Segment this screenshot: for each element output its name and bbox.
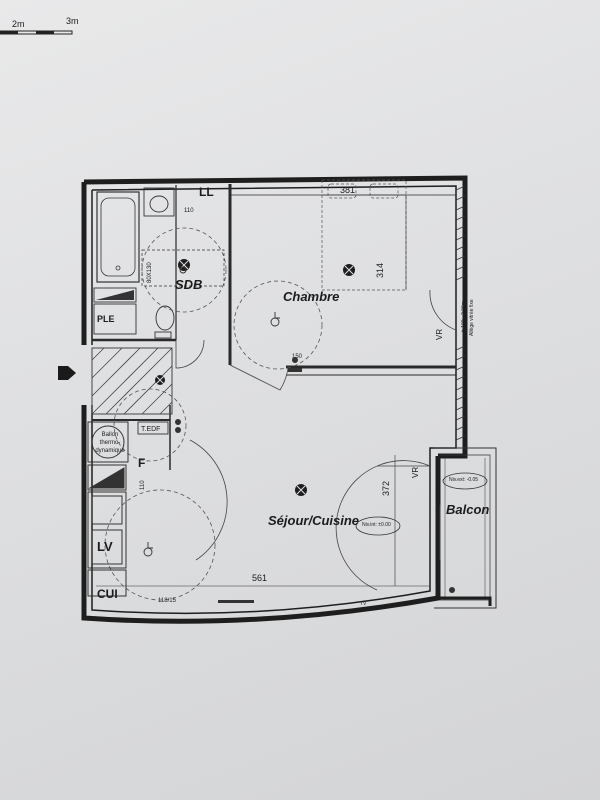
facade-wall-hatch xyxy=(455,185,466,441)
tag-vr-sejour: VR xyxy=(411,466,420,478)
tag-niv-balcon: Niv.ext: -0.05 xyxy=(449,477,479,483)
scale-left-label: 2m xyxy=(12,19,25,29)
kitchen-counter xyxy=(87,421,129,597)
electrical-outlets xyxy=(175,357,455,603)
light-point-icon xyxy=(155,259,355,496)
washbasin-sdb xyxy=(143,187,175,217)
ballon-label-1: Ballon xyxy=(101,432,119,438)
room-label-sejour: Séjour/Cuisine xyxy=(268,513,360,528)
room-label-sdb: SDB xyxy=(175,277,203,292)
tedf-label: T.EDF xyxy=(141,426,161,433)
dim-110-b: 110 xyxy=(140,480,146,490)
room-label-chambre: Chambre xyxy=(283,289,340,304)
turning-circles xyxy=(104,227,323,601)
room-label-f: F xyxy=(138,456,146,470)
room-label-balcon: Balcon xyxy=(446,502,490,517)
exterior-walls xyxy=(81,175,468,624)
ballon-label-3: dynamique xyxy=(95,448,125,454)
interior-partitions xyxy=(92,184,456,470)
ple-unit xyxy=(93,287,137,335)
room-label-cui: CUI xyxy=(97,587,118,601)
entry-arrow-icon xyxy=(58,366,76,380)
dim-110-a: 110 xyxy=(184,208,194,214)
tag-window-note-2: Allège vitrée fixe xyxy=(469,299,475,336)
scale-right-label: 3m xyxy=(66,16,79,26)
tedf-box xyxy=(137,421,169,435)
dim-150: 150 xyxy=(292,354,303,360)
niv-int-ellipse xyxy=(355,516,401,536)
balcony-outline xyxy=(434,447,497,609)
dim-sejour-width: 561 xyxy=(252,573,268,583)
ballon-label-2: thermo- xyxy=(99,440,121,446)
entry-hatching xyxy=(91,347,173,415)
room-label-ll: LL xyxy=(199,185,214,199)
dim-118: 118/15 xyxy=(158,598,176,604)
dim-shower: 80X130 xyxy=(147,262,153,283)
door-swings xyxy=(175,289,457,591)
tag-niv-sejour: Niv.int: ±0.00 xyxy=(362,522,391,528)
dim-chambre-width: 381 xyxy=(340,185,356,195)
scale-bar xyxy=(0,30,73,35)
room-label-lv: LV xyxy=(97,539,113,554)
bathtub xyxy=(96,191,140,283)
dim-chambre-depth: 314 xyxy=(375,262,385,278)
room-label-ple: PLE xyxy=(97,314,115,324)
wheelchair-icon xyxy=(143,266,280,557)
niv-ext-ellipse xyxy=(442,472,488,490)
dimension-lines xyxy=(96,194,430,587)
tag-tv: TV xyxy=(360,601,367,607)
toilet xyxy=(154,305,175,339)
bed-outline xyxy=(321,179,407,291)
tag-vr-chambre: VR xyxy=(435,328,444,340)
dim-sejour-depth: 372 xyxy=(381,480,391,496)
tag-window-note-1: h 100 - 2.00m xyxy=(461,301,467,332)
